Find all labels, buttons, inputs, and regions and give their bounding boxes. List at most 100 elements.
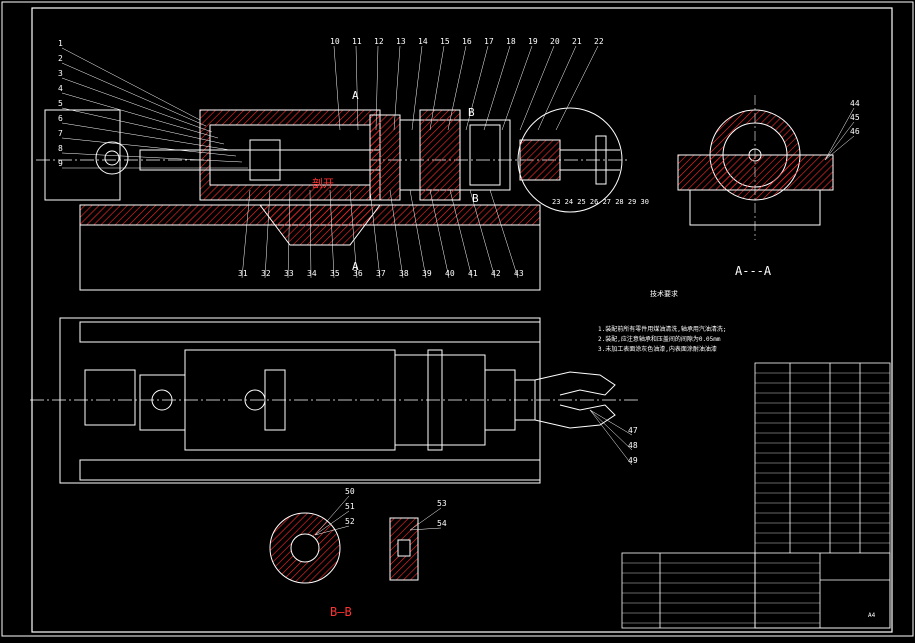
callout-38: 38 bbox=[399, 269, 409, 278]
section-mark-a-top: A bbox=[352, 89, 359, 102]
callout-39-leader bbox=[409, 189, 427, 279]
callout-11: 11 bbox=[352, 37, 362, 46]
callout-31-leader bbox=[241, 189, 251, 279]
callout-6: 6 bbox=[58, 114, 63, 123]
inner-border bbox=[31, 7, 893, 633]
callout-43-leader bbox=[489, 189, 519, 279]
callout-18-leader bbox=[483, 45, 511, 131]
callout-21: 21 bbox=[572, 37, 582, 46]
callout-13-leader bbox=[393, 45, 401, 131]
callout-15-leader bbox=[429, 45, 445, 131]
callout-47-leader bbox=[589, 409, 633, 436]
callout-22-leader bbox=[555, 45, 599, 131]
callout-45: 45 bbox=[850, 113, 860, 122]
callout-20-leader bbox=[519, 45, 555, 131]
callout-20: 20 bbox=[550, 37, 560, 46]
callout-14-leader bbox=[411, 45, 423, 131]
callout-detail-group: 23 24 25 26 27 28 29 30 bbox=[552, 198, 649, 206]
callout-12-leader bbox=[375, 45, 379, 131]
callout-7-leader bbox=[61, 137, 237, 157]
callout-42-leader bbox=[469, 189, 496, 279]
callout-51: 51 bbox=[345, 502, 355, 511]
callout-15: 15 bbox=[440, 37, 450, 46]
callout-41-leader bbox=[449, 189, 473, 279]
callout-8: 8 bbox=[58, 144, 63, 153]
callout-17-leader bbox=[465, 45, 489, 131]
title-block-rows bbox=[622, 372, 890, 624]
callout-50-leader bbox=[314, 495, 350, 536]
tech-req-line-2: 2.装配,应注意轴承和压盖间的间隙为0.05mm bbox=[598, 335, 721, 343]
callout-19-leader bbox=[501, 45, 533, 131]
sheet-size-label: A4 bbox=[868, 612, 876, 619]
callout-50: 50 bbox=[345, 487, 355, 496]
callout-43: 43 bbox=[514, 269, 524, 278]
callout-34-leader bbox=[309, 189, 312, 279]
callout-4-leader bbox=[61, 92, 219, 139]
tech-req-line-3: 3.未加工表面涂灰色油漆,内表面涂耐油油漆 bbox=[598, 345, 717, 353]
callout-53-leader bbox=[409, 507, 442, 531]
view-b-b bbox=[269, 512, 419, 584]
callout-32: 32 bbox=[261, 269, 271, 278]
callout-10: 10 bbox=[330, 37, 340, 46]
callout-48: 48 bbox=[628, 441, 638, 450]
callout-46: 46 bbox=[850, 127, 860, 136]
callout-37: 37 bbox=[376, 269, 386, 278]
callout-51-leader bbox=[314, 510, 350, 536]
callout-9: 9 bbox=[58, 159, 63, 168]
callout-52-leader bbox=[314, 525, 350, 536]
callout-11-leader bbox=[355, 45, 359, 131]
callout-8-leader bbox=[61, 152, 243, 163]
tech-req-title: 技术要求 bbox=[650, 289, 678, 298]
callout-5: 5 bbox=[58, 99, 63, 108]
callout-2-leader bbox=[61, 62, 207, 127]
callout-38-leader bbox=[389, 189, 404, 279]
callout-3-leader bbox=[61, 77, 213, 133]
callout-40-leader bbox=[429, 189, 450, 279]
main-section-view bbox=[36, 107, 630, 291]
callout-7: 7 bbox=[58, 129, 63, 138]
callout-10-leader bbox=[333, 45, 341, 131]
callout-16: 16 bbox=[462, 37, 472, 46]
callout-47: 47 bbox=[628, 426, 638, 435]
callout-21-leader bbox=[537, 45, 577, 131]
callout-48-leader bbox=[589, 409, 633, 451]
callout-40: 40 bbox=[445, 269, 455, 278]
callout-4: 4 bbox=[58, 84, 63, 93]
callout-19: 19 bbox=[528, 37, 538, 46]
callout-14: 14 bbox=[418, 37, 428, 46]
callout-32-leader bbox=[264, 189, 271, 279]
section-mark-b-top: B bbox=[468, 106, 475, 119]
callout-12: 12 bbox=[374, 37, 384, 46]
callout-34: 34 bbox=[307, 269, 317, 278]
callout-1-leader bbox=[61, 47, 201, 121]
callout-16-leader bbox=[447, 45, 467, 131]
callout-49-leader bbox=[589, 409, 633, 466]
callout-35-leader bbox=[329, 189, 335, 279]
plan-view bbox=[30, 317, 640, 484]
section-mark-b-bottom: B bbox=[472, 192, 479, 205]
view-label-b-b: B—B bbox=[330, 605, 352, 619]
callout-33-leader bbox=[287, 189, 291, 279]
callout-42: 42 bbox=[491, 269, 501, 278]
callout-37-leader bbox=[369, 189, 381, 279]
callout-6-leader bbox=[61, 122, 231, 151]
callout-36-leader bbox=[349, 189, 358, 279]
callout-2: 2 bbox=[58, 54, 63, 63]
callout-22: 22 bbox=[594, 37, 604, 46]
callout-35: 35 bbox=[330, 269, 340, 278]
view-label-a-a: A---A bbox=[735, 264, 772, 278]
callout-44-leader bbox=[824, 107, 855, 161]
callout-41: 41 bbox=[468, 269, 478, 278]
callout-52: 52 bbox=[345, 517, 355, 526]
callout-54: 54 bbox=[437, 519, 447, 528]
callout-33: 33 bbox=[284, 269, 294, 278]
callout-53: 53 bbox=[437, 499, 447, 508]
callout-39: 39 bbox=[422, 269, 432, 278]
cut-label: 剖开 bbox=[312, 176, 334, 190]
callout-36: 36 bbox=[353, 269, 363, 278]
callout-3: 3 bbox=[58, 69, 63, 78]
